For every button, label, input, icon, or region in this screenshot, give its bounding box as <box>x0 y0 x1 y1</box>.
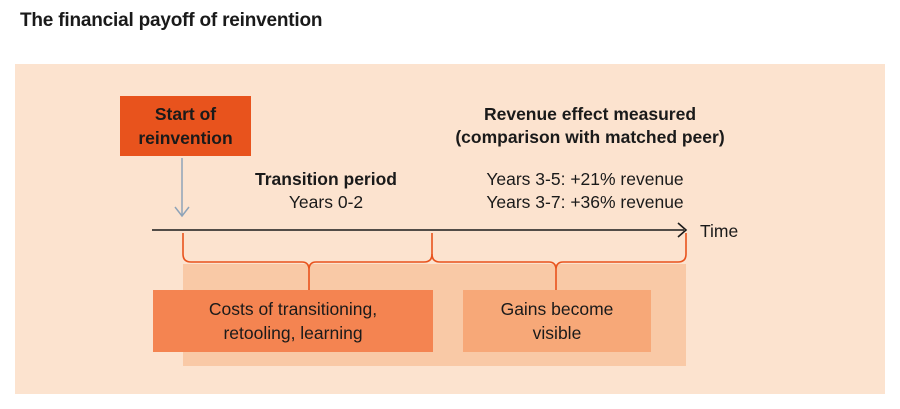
page-title: The financial payoff of reinvention <box>20 10 323 31</box>
gains-line2: visible <box>532 323 582 343</box>
transition-bracket <box>182 233 433 290</box>
costs-line2: retooling, learning <box>223 323 363 343</box>
costs-line1: Costs of transitioning, <box>208 299 378 319</box>
revenue-heading-line2: (comparison with matched peer) <box>455 127 725 147</box>
gains-box: Gains become visible <box>463 290 651 352</box>
revenue-effect-heading: Revenue effect measured (comparison with… <box>410 103 770 149</box>
costs-box: Costs of transitioning, retooling, learn… <box>153 290 433 352</box>
revenue-result-3-7: Years 3-7: +36% revenue <box>486 192 684 212</box>
revenue-heading-line1: Revenue effect measured <box>483 104 697 124</box>
time-axis-label: Time <box>700 221 739 241</box>
start-pointer-arrowhead <box>174 206 190 218</box>
start-label-line2: reinvention <box>138 128 233 148</box>
start-of-reinvention-box: Start of reinvention <box>120 96 251 156</box>
time-axis-arrowhead <box>677 222 688 238</box>
revenue-bracket <box>431 233 687 290</box>
transition-years: Years 0-2 <box>288 192 364 212</box>
gains-line1: Gains become <box>500 299 614 319</box>
transition-period-label: Transition period Years 0-2 <box>226 168 426 214</box>
revenue-results: Years 3-5: +21% revenue Years 3-7: +36% … <box>450 168 720 214</box>
transition-heading: Transition period <box>255 169 397 189</box>
revenue-result-3-5: Years 3-5: +21% revenue <box>486 169 684 189</box>
start-label-line1: Start of <box>154 104 217 124</box>
